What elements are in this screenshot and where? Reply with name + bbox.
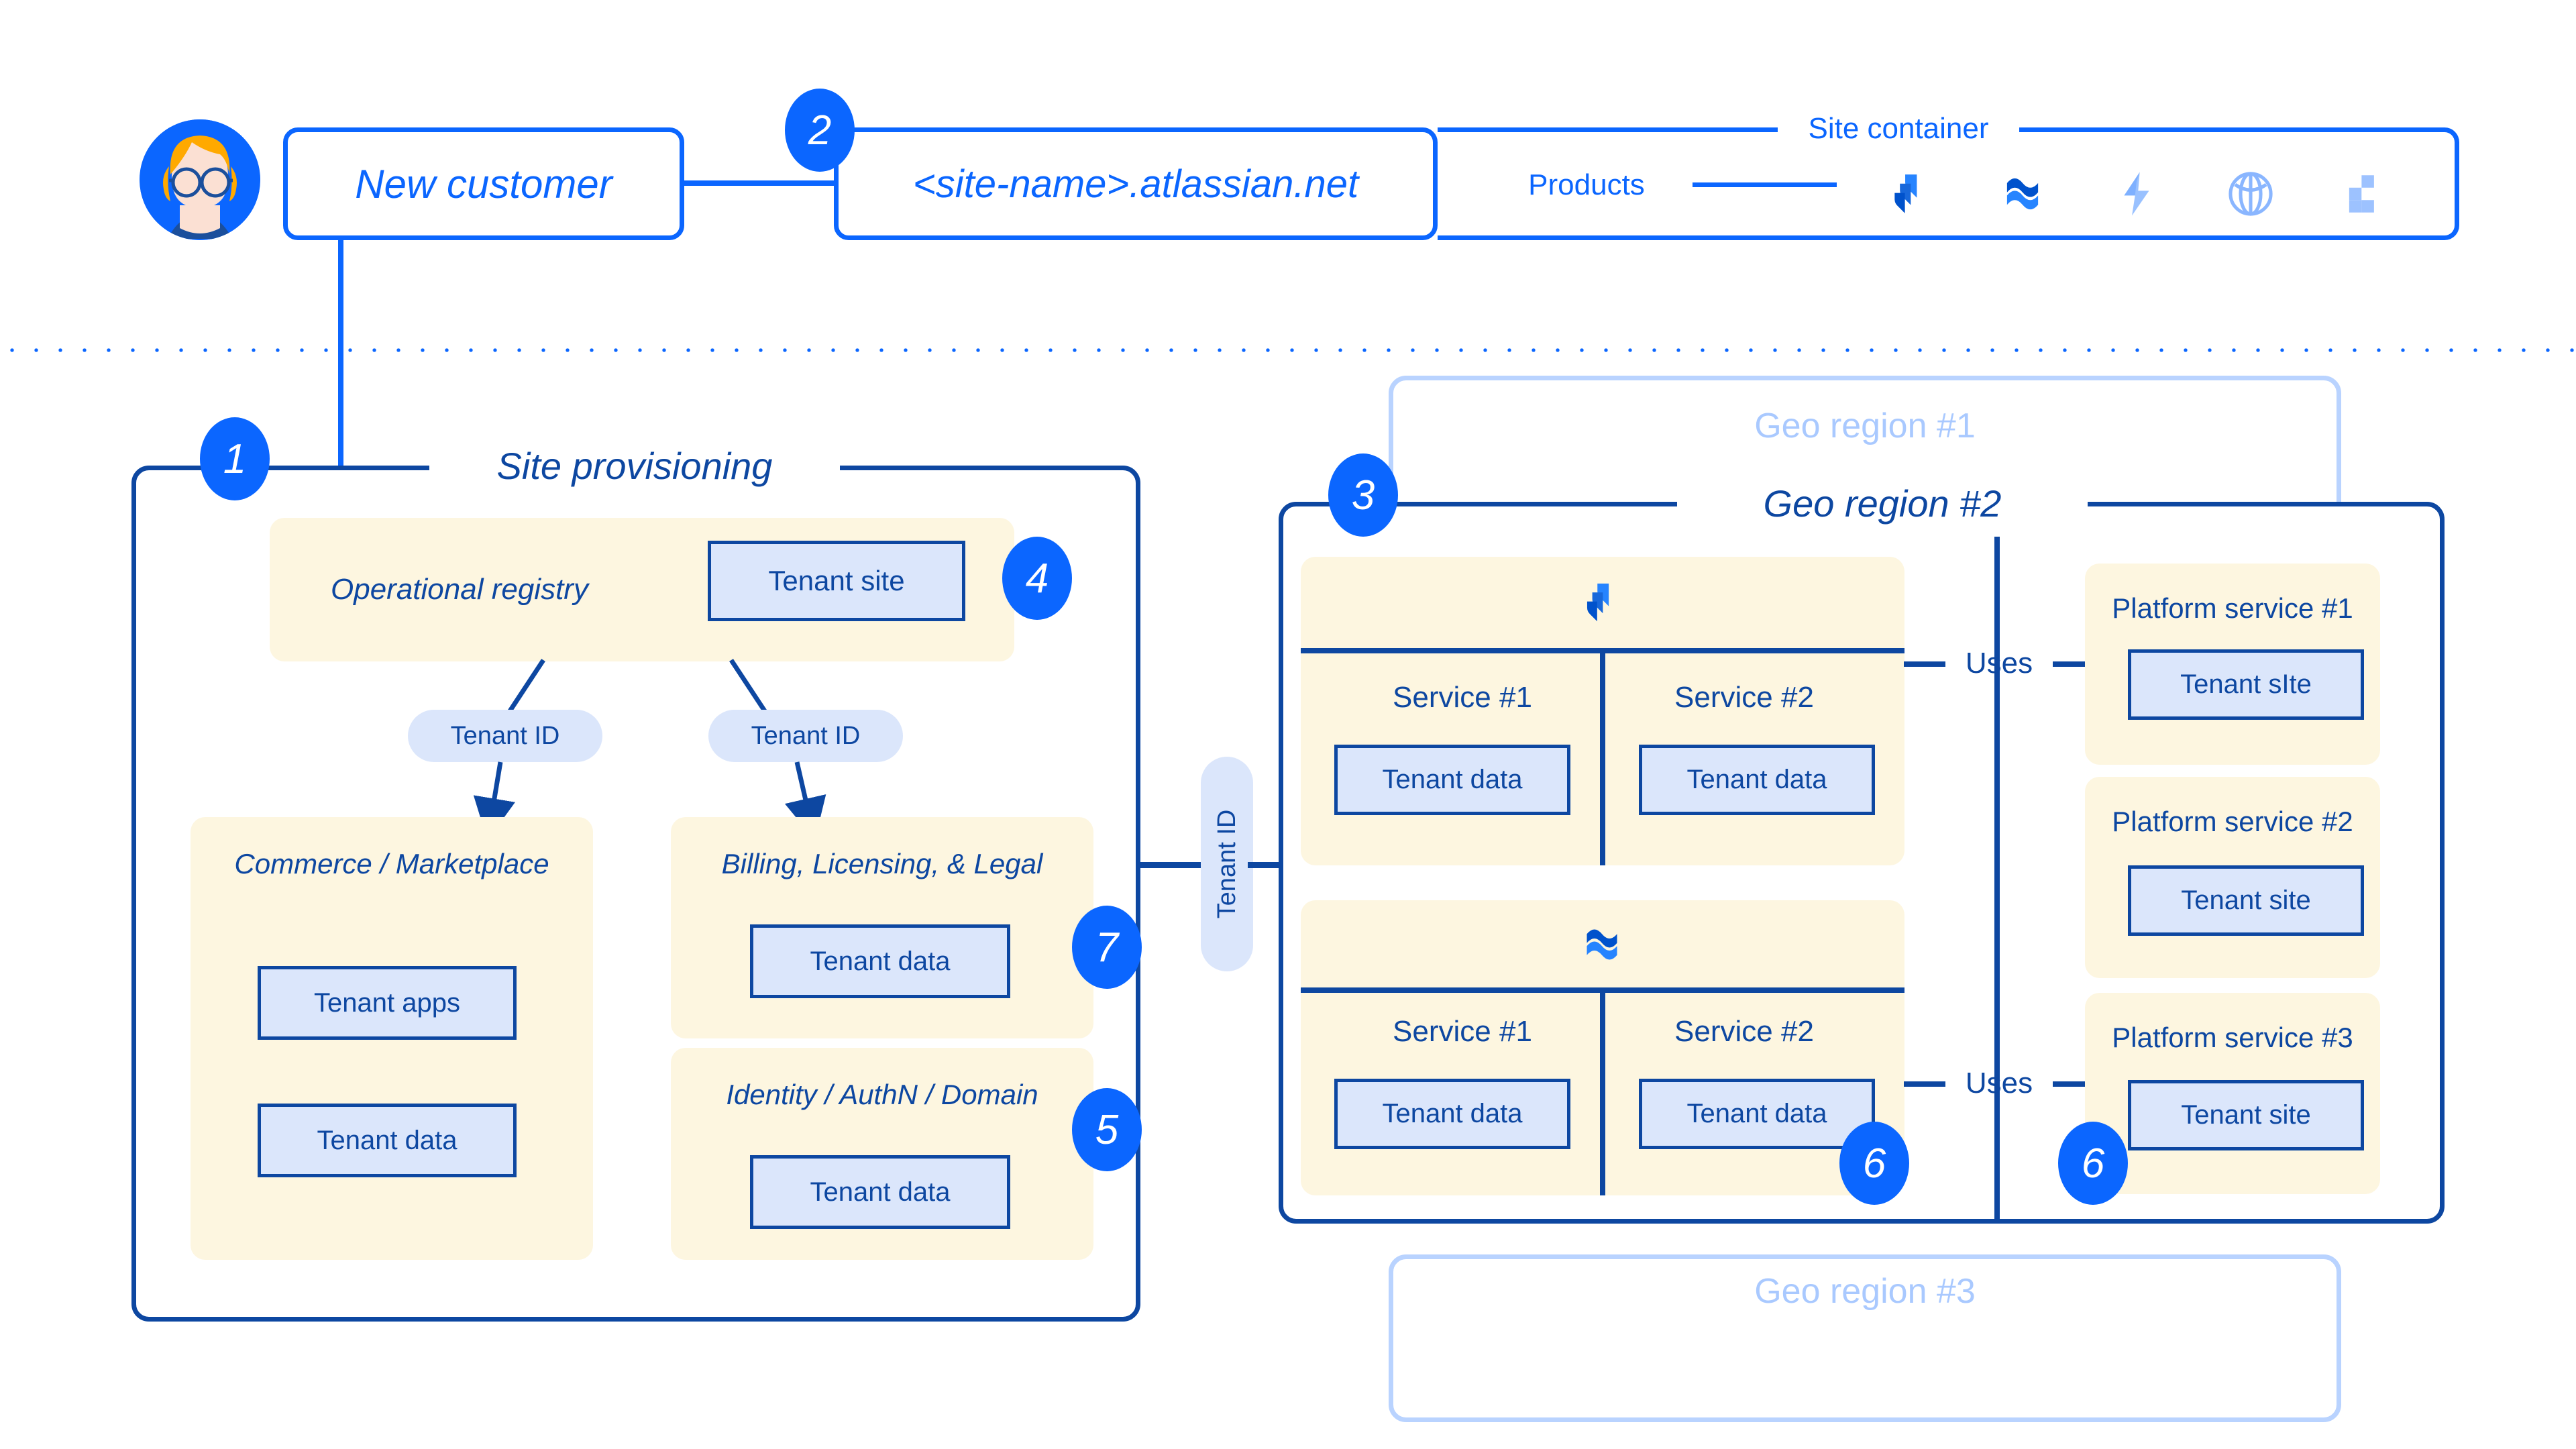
product-icon-bitbucket bbox=[2340, 169, 2390, 219]
geo-confluence-service-1-title: Service #1 bbox=[1393, 1015, 1532, 1048]
bridge-line-left bbox=[1136, 862, 1213, 868]
customer-avatar bbox=[140, 119, 260, 240]
product-icon-confluence bbox=[1998, 169, 2047, 219]
platform-service-3-tenant-site[interactable]: Tenant site bbox=[2128, 1080, 2364, 1150]
identity-tenant-data[interactable]: Tenant data bbox=[750, 1155, 1010, 1229]
badge-1: 1 bbox=[200, 417, 270, 500]
connector-customer-to-site bbox=[683, 180, 837, 186]
products-rule bbox=[1693, 182, 1837, 187]
site-container-label: Site container bbox=[1808, 112, 1989, 145]
geo-product-confluence-icon bbox=[1578, 920, 1626, 969]
geo-jira-service-1-tenant-data[interactable]: Tenant data bbox=[1334, 745, 1570, 815]
bridge-tenant-id-label: Tenant ID bbox=[1212, 809, 1241, 919]
geo-product-jira-vrule bbox=[1600, 648, 1605, 865]
geo-confluence-service-2-title: Service #2 bbox=[1674, 1015, 1814, 1048]
badge-4: 4 bbox=[1002, 537, 1072, 620]
geo-region-1-title: Geo region #1 bbox=[1754, 407, 1976, 445]
product-icon-atlassian-compass bbox=[2226, 169, 2275, 219]
registry-to-tenantid-arrows bbox=[502, 659, 772, 720]
geo-region-3-ghost-frame bbox=[1389, 1254, 2341, 1422]
product-icon-jira-service-management bbox=[2112, 169, 2161, 219]
site-container-title-gap bbox=[1778, 117, 2019, 140]
new-customer-box[interactable] bbox=[283, 127, 684, 240]
badge-7: 7 bbox=[1072, 906, 1142, 989]
badge-5: 5 bbox=[1072, 1088, 1142, 1171]
commerce-tenant-data[interactable]: Tenant data bbox=[258, 1104, 517, 1177]
badge-6-a: 6 bbox=[1839, 1122, 1909, 1205]
new-customer-label: New customer bbox=[355, 161, 612, 207]
site-name-box[interactable] bbox=[834, 127, 1438, 240]
tenantid-to-group-arrows bbox=[473, 761, 826, 841]
site-name-label: <site-name>.atlassian.net bbox=[912, 162, 1359, 206]
operational-registry-title: Operational registry bbox=[331, 573, 588, 606]
bridge-tenant-id-pill bbox=[1201, 757, 1253, 971]
billing-title: Billing, Licensing, & Legal bbox=[721, 848, 1043, 879]
platform-service-3-title: Platform service #3 bbox=[2112, 1022, 2353, 1053]
site-provisioning-title: Site provisioning bbox=[429, 443, 840, 488]
site-container-box bbox=[1438, 127, 2459, 240]
platform-service-1-title: Platform service #1 bbox=[2112, 592, 2353, 624]
products-label: Products bbox=[1528, 168, 1645, 201]
identity-title: Identity / AuthN / Domain bbox=[726, 1079, 1038, 1110]
badge-2: 2 bbox=[785, 89, 855, 172]
geo-region-3-title: Geo region #3 bbox=[1754, 1272, 1976, 1311]
platform-service-2-tenant-site[interactable]: Tenant site bbox=[2128, 865, 2364, 936]
uses-bottom-label: Uses bbox=[1965, 1067, 2033, 1099]
geo-jira-service-1-title: Service #1 bbox=[1393, 681, 1532, 714]
platform-service-1-tenant-site[interactable]: Tenant sIte bbox=[2128, 649, 2364, 720]
billing-tenant-data[interactable]: Tenant data bbox=[750, 924, 1010, 998]
product-icon-jira bbox=[1885, 169, 1935, 219]
geo-confluence-service-1-tenant-data[interactable]: Tenant data bbox=[1334, 1079, 1570, 1149]
commerce-tenant-apps[interactable]: Tenant apps bbox=[258, 966, 517, 1040]
geo-jira-service-2-title: Service #2 bbox=[1674, 681, 1814, 714]
geo-jira-service-2-tenant-data[interactable]: Tenant data bbox=[1639, 745, 1875, 815]
uses-top-line-left bbox=[1904, 661, 1945, 667]
geo-region-2-inner-divider bbox=[1994, 537, 2000, 1224]
badge-3: 3 bbox=[1328, 453, 1398, 537]
badge-6-b: 6 bbox=[2058, 1122, 2128, 1205]
tenant-id-pill-right: Tenant ID bbox=[708, 710, 903, 762]
commerce-marketplace-title: Commerce / Marketplace bbox=[234, 848, 549, 879]
uses-bottom-line-left bbox=[1904, 1081, 1945, 1087]
operational-registry-tenant-site[interactable]: Tenant site bbox=[708, 541, 965, 621]
platform-service-2-title: Platform service #2 bbox=[2112, 806, 2353, 837]
geo-product-jira-icon bbox=[1578, 578, 1626, 627]
geo-region-2-title: Geo region #2 bbox=[1677, 480, 2088, 526]
geo-product-confluence-vrule bbox=[1600, 987, 1605, 1195]
tenant-id-pill-left: Tenant ID bbox=[408, 710, 602, 762]
uses-top-label: Uses bbox=[1965, 647, 2033, 680]
geo-confluence-service-2-tenant-data[interactable]: Tenant data bbox=[1639, 1079, 1875, 1149]
boundary-divider bbox=[0, 347, 2576, 354]
